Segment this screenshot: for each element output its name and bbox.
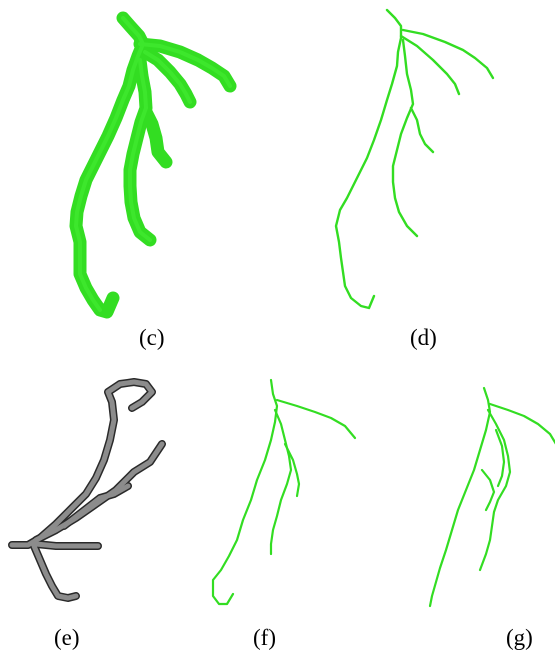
vessel-f-trunk <box>213 380 277 604</box>
vessel-g-branch-tiny <box>482 470 494 510</box>
panel-label: (c) <box>139 326 165 349</box>
vessel-tree-thin-green <box>277 0 555 360</box>
panel-f: (f) <box>185 360 370 652</box>
vessel-g-trunk <box>430 388 490 606</box>
panel-e: (e) <box>0 360 185 652</box>
panel-label: (d) <box>410 326 437 349</box>
vessel-d-branch-small <box>411 108 433 152</box>
panel-label: (f) <box>253 626 276 649</box>
panel-label: (g) <box>506 626 533 649</box>
vessel-tree-thin-green-f <box>185 360 370 652</box>
panel-g: (g) <box>370 360 555 652</box>
vessel-tree-gray <box>0 360 185 652</box>
vessel-c-branch-small <box>146 112 166 162</box>
panel-c: (c) <box>0 0 277 320</box>
vessel-e-branch-horizontal <box>36 544 98 546</box>
vessel-f-branch-inner <box>271 410 291 554</box>
vessel-d-branch-right <box>403 30 493 78</box>
vessel-f-branch-right <box>277 400 355 438</box>
vessel-e-trunk <box>12 382 152 545</box>
vessel-tree-thin-green-g <box>370 360 555 652</box>
panel-label: (e) <box>54 626 80 649</box>
vessel-d-trunk <box>336 10 401 308</box>
vessel-tree-thick-green <box>0 0 277 320</box>
panel-d: (d) <box>277 0 555 360</box>
